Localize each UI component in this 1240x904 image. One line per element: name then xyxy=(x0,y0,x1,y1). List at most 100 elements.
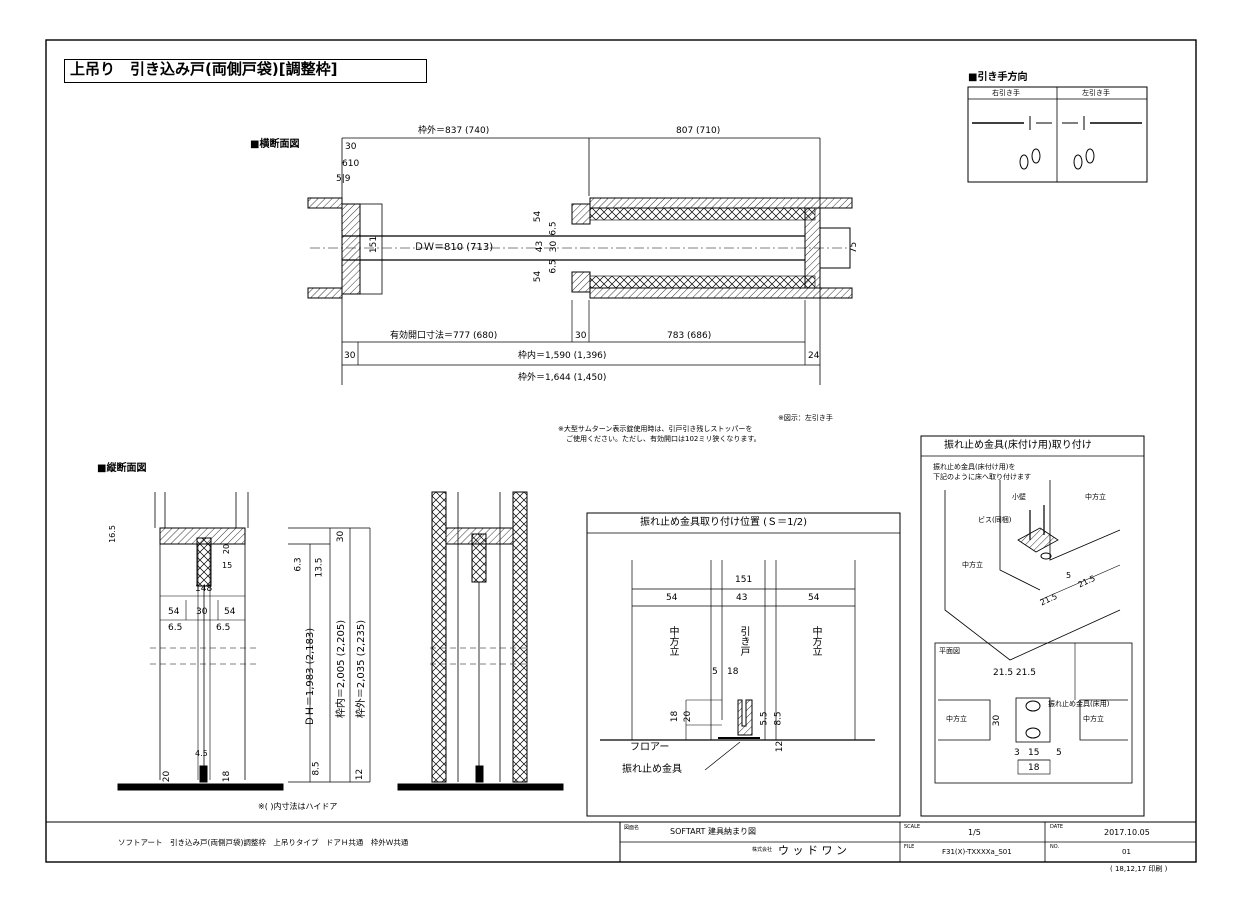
plan-post-right: 中方立 xyxy=(1083,715,1104,723)
plan-dim-15: 15 xyxy=(1028,748,1040,758)
note-sample: ※図示：左引き手 xyxy=(778,414,833,422)
vdim-15: 15 xyxy=(222,561,233,570)
inner-height: 枠内＝2,005 (2,205) xyxy=(336,619,348,719)
vdim-6-3: 6.3 xyxy=(293,557,304,572)
dim-783: 783 (686) xyxy=(667,331,712,341)
vertical-section-left xyxy=(117,492,284,791)
vdim-8-5: 8.5 xyxy=(311,761,322,776)
fitting-label: 振れ止め金具 xyxy=(622,764,682,775)
vertical-section-heading: ■縦断面図 xyxy=(97,463,147,474)
dim-75: 75 xyxy=(849,241,860,254)
pdim-12: 12 xyxy=(775,740,786,753)
plan-dim-3: 3 xyxy=(1014,748,1020,758)
install-heading: 振れ止め金具(床付け用)取り付け xyxy=(944,440,1092,451)
dim-6-10: 610 xyxy=(342,159,360,169)
plan-dim-18: 18 xyxy=(1028,763,1040,773)
dim-30-b: 30 xyxy=(575,331,587,341)
vertical-section-right xyxy=(397,491,564,791)
high-door-footnote: ※( )内寸法はハイドア xyxy=(258,802,338,811)
cross-section-heading: ■横断面図 xyxy=(250,139,300,150)
vdim-18: 18 xyxy=(222,770,233,783)
plan-dims: 21.5 21.5 xyxy=(993,668,1036,678)
post-right-label: 中方立 xyxy=(810,626,821,656)
post-a-label: 中方立 xyxy=(1085,493,1106,501)
drawing-name: SOFTART 建具納まり図 xyxy=(670,827,756,836)
screw-label: ビス(同梱) xyxy=(978,516,1012,524)
dim-30-c: 30 xyxy=(344,351,356,361)
effective-opening: 有効開口寸法＝777 (680) xyxy=(390,331,498,341)
pull-direction-heading: ■引き手方向 xyxy=(968,72,1028,83)
scale-label: SCALE xyxy=(904,824,921,830)
post-b-label: 中方立 xyxy=(962,561,983,569)
floor-label: フロアー xyxy=(630,742,670,753)
vdim-30: 30 xyxy=(196,607,208,617)
plan-label: 平面図 xyxy=(939,647,960,655)
pdim-18v: 18 xyxy=(670,710,681,723)
door-height: ＤＨ＝1,983 (2,183) xyxy=(305,627,317,727)
vdim-30-top: 30 xyxy=(336,530,347,543)
vdim-20: 20 xyxy=(222,543,232,555)
dim-24: 24 xyxy=(808,351,820,361)
install-desc-2: 下記のように床へ取り付けます xyxy=(933,473,1031,481)
pull-direction-box xyxy=(967,86,1148,183)
company-name: ウ ッ ド ワ ン xyxy=(778,844,847,857)
pdim-8-5: 8.5 xyxy=(773,711,784,726)
plan-dim-30: 30 xyxy=(992,714,1003,727)
date-label: DATE xyxy=(1050,824,1064,830)
plan-fitting-label: 振れ止め金具(床用) xyxy=(1048,700,1110,708)
dim-54-a: 54 xyxy=(533,210,544,223)
no-label: NO. xyxy=(1050,844,1060,850)
pull-left-label: 左引き手 xyxy=(1082,89,1110,97)
dim-30-mid: 30 xyxy=(549,240,560,253)
plan-post-left: 中方立 xyxy=(946,715,967,723)
plan-dim-5: 5 xyxy=(1056,748,1062,758)
file-value: F31(X)-TXXXXa_S01 xyxy=(942,848,1012,856)
vdim-6-5b: 6.5 xyxy=(216,623,231,633)
dim-54-b: 54 xyxy=(533,270,544,283)
position-detail-heading: 振れ止め金具取り付け位置 (Ｓ＝1/2) xyxy=(640,517,808,528)
title-frame xyxy=(64,59,427,83)
install-box xyxy=(920,435,1145,817)
vdim-54b: 54 xyxy=(224,607,236,617)
pull-right-label: 右引き手 xyxy=(992,89,1020,97)
pdim-43: 43 xyxy=(736,593,748,603)
install-desc-1: 振れ止め金具(床付け用)を xyxy=(933,463,1016,471)
dim-5-9: 5|9 xyxy=(336,174,351,184)
no-value: 01 xyxy=(1122,848,1131,856)
dim-outer-left: 枠外＝837 (740) xyxy=(418,126,490,136)
name-label: 図面名 xyxy=(624,825,640,831)
vertical-dimensions xyxy=(288,527,371,783)
dw-label: ＤＷ＝810 (713) xyxy=(414,242,494,253)
file-label: FILE xyxy=(904,844,915,850)
inner-width: 枠内＝1,590 (1,396) xyxy=(518,351,607,361)
outer-height: 枠外＝2,035 (2,235) xyxy=(356,619,368,719)
vdim-13-5: 13.5 xyxy=(314,557,325,578)
vdim-12: 12 xyxy=(355,768,366,781)
pdim-54a: 54 xyxy=(666,593,678,603)
pdim-20: 20 xyxy=(683,710,694,723)
date-value: 2017.10.05 xyxy=(1104,828,1150,837)
printed-date: ( 18,12,17 印刷 ) xyxy=(1110,865,1168,873)
note-line-1: ※大型サムターン表示錠使用時は、引戸引き残しストッパーを xyxy=(558,425,753,433)
sheet-border xyxy=(45,39,1197,863)
dim-30-top: 30 xyxy=(345,142,357,152)
company-label: 株式会社 xyxy=(752,847,773,853)
note-line-2: ご使用ください。ただし、有効開口は102ミリ狭くなります。 xyxy=(566,435,761,443)
vdim-6-5a: 6.5 xyxy=(168,623,183,633)
dim-43: 43 xyxy=(535,240,546,253)
dim-151: 151 xyxy=(369,235,380,254)
door-label: 引き戸 xyxy=(738,626,749,656)
position-detail-box xyxy=(586,512,901,817)
pdim-5: 5 xyxy=(712,667,718,677)
dim-6-5-a: 6.5 xyxy=(548,221,559,236)
vdim-4-5: 4.5 xyxy=(195,749,208,758)
outer-width: 枠外＝1,644 (1,450) xyxy=(518,373,607,383)
vdim-20b: 20 xyxy=(162,770,173,783)
dim-6-5-b: 6.5 xyxy=(548,259,559,274)
pdim-5-5: 5.5 xyxy=(759,711,770,726)
pdim-18: 18 xyxy=(727,667,739,677)
vdim-54a: 54 xyxy=(168,607,180,617)
scale-value: 1/5 xyxy=(968,828,981,837)
